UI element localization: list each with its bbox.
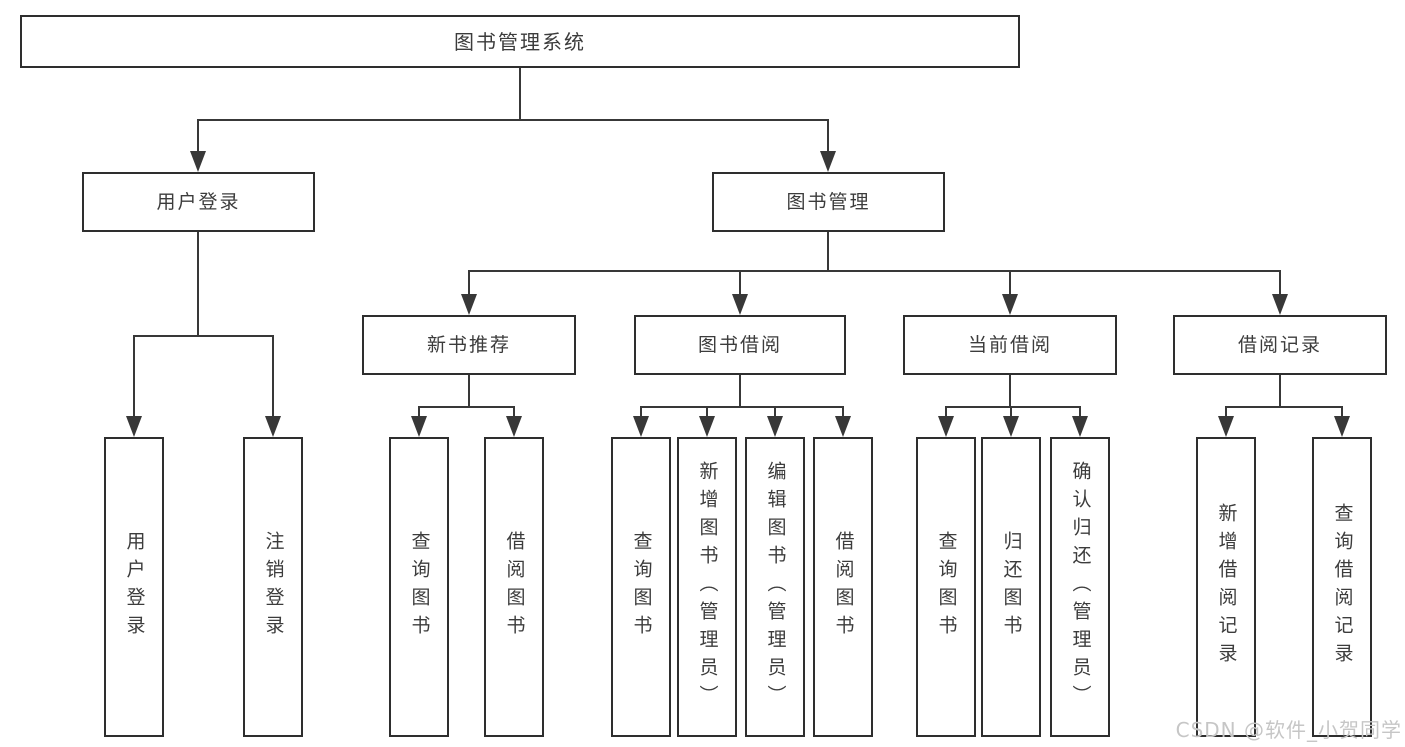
leaf-records-add-record: 新增借阅记录 xyxy=(1196,437,1256,737)
node-current-borrowing: 当前借阅 xyxy=(903,315,1117,375)
leaf-borrow-borrow-books: 借阅图书 xyxy=(813,437,873,737)
node-new-book-recommendation: 新书推荐 xyxy=(362,315,576,375)
leaf-borrow-query-books: 查询图书 xyxy=(611,437,671,737)
leaf-current-return-books: 归还图书 xyxy=(981,437,1041,737)
node-user-login: 用户登录 xyxy=(82,172,315,232)
leaf-recommend-borrow-books: 借阅图书 xyxy=(484,437,544,737)
leaf-current-confirm-return-admin: 确认归还（管理员） xyxy=(1050,437,1110,737)
leaf-current-query-books: 查询图书 xyxy=(916,437,976,737)
node-book-borrowing: 图书借阅 xyxy=(634,315,846,375)
leaf-records-query-record: 查询借阅记录 xyxy=(1312,437,1372,737)
node-library-system: 图书管理系统 xyxy=(20,15,1020,68)
node-book-management: 图书管理 xyxy=(712,172,945,232)
leaf-borrow-add-books-admin: 新增图书（管理员） xyxy=(677,437,737,737)
csdn-watermark: CSDN @软件_小贺同学 xyxy=(1175,718,1402,742)
leaf-logout: 注销登录 xyxy=(243,437,303,737)
node-borrowing-records: 借阅记录 xyxy=(1173,315,1387,375)
leaf-user-login: 用户登录 xyxy=(104,437,164,737)
leaf-recommend-query-books: 查询图书 xyxy=(389,437,449,737)
leaf-borrow-edit-books-admin: 编辑图书（管理员） xyxy=(745,437,805,737)
